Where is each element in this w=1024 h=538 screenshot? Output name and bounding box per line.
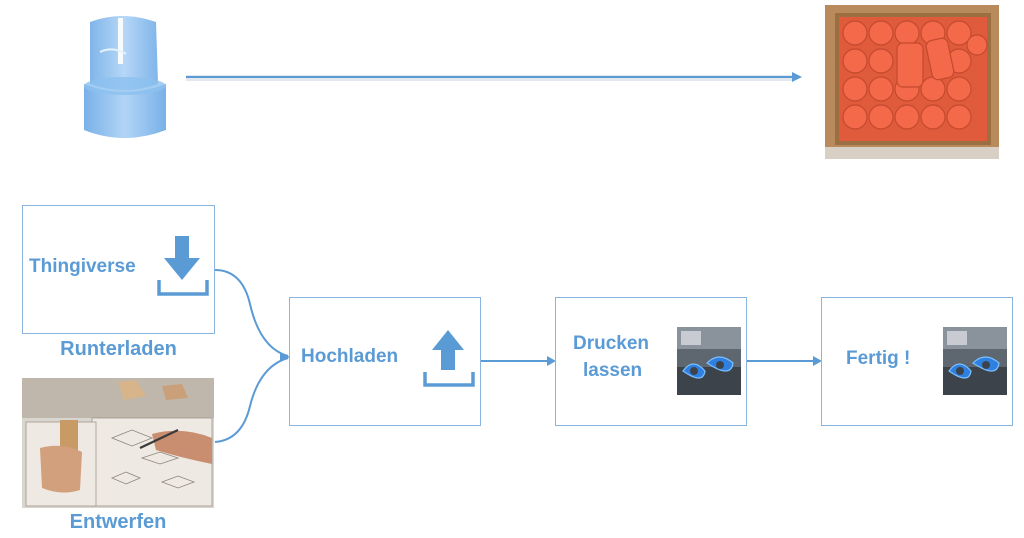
merge-connectors xyxy=(214,264,294,449)
hochladen-box: Hochladen xyxy=(289,297,481,426)
drucken-label-line2: lassen xyxy=(583,360,643,381)
hochladen-label: Hochladen xyxy=(301,346,399,367)
thingiverse-label: Thingiverse xyxy=(29,256,136,277)
runterladen-caption: Runterladen xyxy=(60,338,177,360)
printer-photo xyxy=(677,327,741,395)
fertig-label: Fertig ! xyxy=(846,348,911,369)
download-icon xyxy=(156,234,210,298)
design-photo xyxy=(22,378,214,508)
timeline-arrow xyxy=(180,66,805,88)
fertig-box: Fertig ! xyxy=(821,297,1013,426)
thingiverse-box: Thingiverse xyxy=(22,205,215,334)
entwerfen-caption: Entwerfen xyxy=(69,511,167,533)
cylinder-model-icon xyxy=(78,12,174,147)
product-box-photo xyxy=(825,5,999,159)
drucken-label-line1: Drucken xyxy=(573,333,650,354)
arrow-drucken-fertig xyxy=(747,355,823,367)
upload-icon xyxy=(422,328,476,388)
arrow-hochladen-drucken xyxy=(481,355,557,367)
drucken-box: Drucken lassen xyxy=(555,297,747,426)
printer-photo xyxy=(943,327,1007,395)
